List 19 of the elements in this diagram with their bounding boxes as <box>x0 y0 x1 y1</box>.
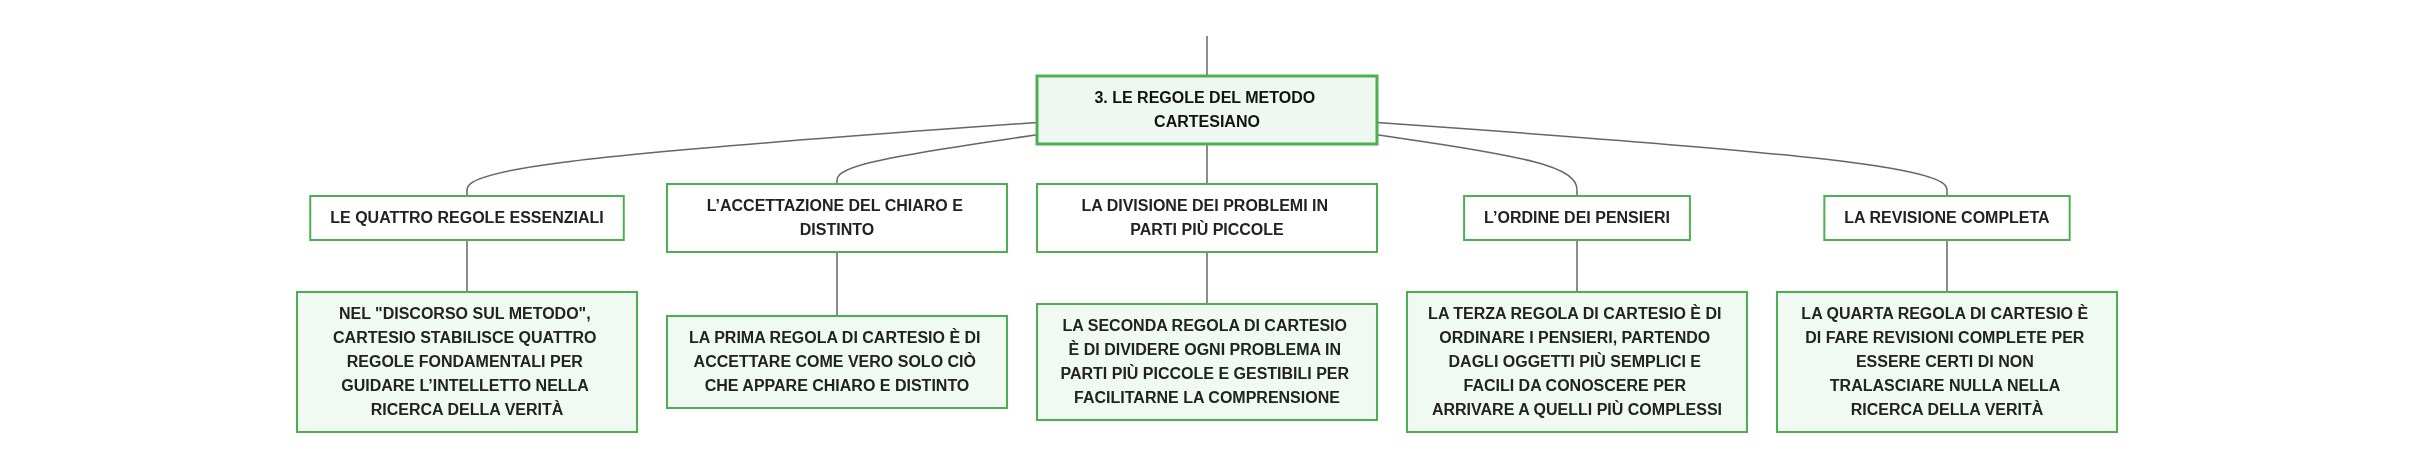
node-box: LA QUARTA REGOLA DI CARTESIO È DI FARE REVISIONI COMPLETE PER ESSERE CERTI DI NON TRALASCIARE NULLA NELLA RICERCA DELLA VERITÀ <box>1776 291 2118 433</box>
node-box: LA TERZA REGOLA DI CARTESIO È DI ORDINARE I PENSIERI, PARTENDO DAGLI OGGETTI PIÙ SEMPLICI E FACILI DA CONOSCERE PER ARRIVARE A QUELLI PIÙ COMPLESSI <box>1406 291 1748 433</box>
node-box: L’ORDINE DEI PENSIERI <box>1463 195 1691 241</box>
node-box: LA PRIMA REGOLA DI CARTESIO È DI ACCETTARE COME VERO SOLO CIÒ CHE APPARE CHIARO E DISTINTO <box>666 315 1008 409</box>
node-box: LA SECONDA REGOLA DI CARTESIO È DI DIVIDERE OGNI PROBLEMA IN PARTI PIÙ PICCOLE E GESTIBILI PER FACILITARNE LA COMPRENSIONE <box>1036 303 1378 421</box>
connector <box>836 134 1038 185</box>
connector <box>836 251 838 317</box>
connector <box>466 121 1038 197</box>
node-box: LA REVISIONE COMPLETA <box>1823 195 2071 241</box>
node-box: NEL "DISCORSO SUL METODO", CARTESIO STABILISCE QUATTRO REGOLE FONDAMENTALI PER GUIDARE L’INTELLETTO NELLA RICERCA DELLA VERITÀ <box>296 291 638 433</box>
connector <box>466 239 468 293</box>
node-box: L’ACCETTAZIONE DEL CHIARO E DISTINTO <box>666 183 1008 253</box>
node-box: LA DIVISIONE DEI PROBLEMI IN PARTI PIÙ PICCOLE <box>1036 183 1378 253</box>
node-box: 3. LE REGOLE DEL METODO CARTESIANO <box>1035 74 1379 146</box>
connector <box>1576 239 1578 293</box>
connector <box>1206 251 1208 305</box>
node-box: LE QUATTRO REGOLE ESSENZIALI <box>309 195 625 241</box>
connector <box>1206 35 1208 77</box>
connector <box>1946 239 1948 293</box>
